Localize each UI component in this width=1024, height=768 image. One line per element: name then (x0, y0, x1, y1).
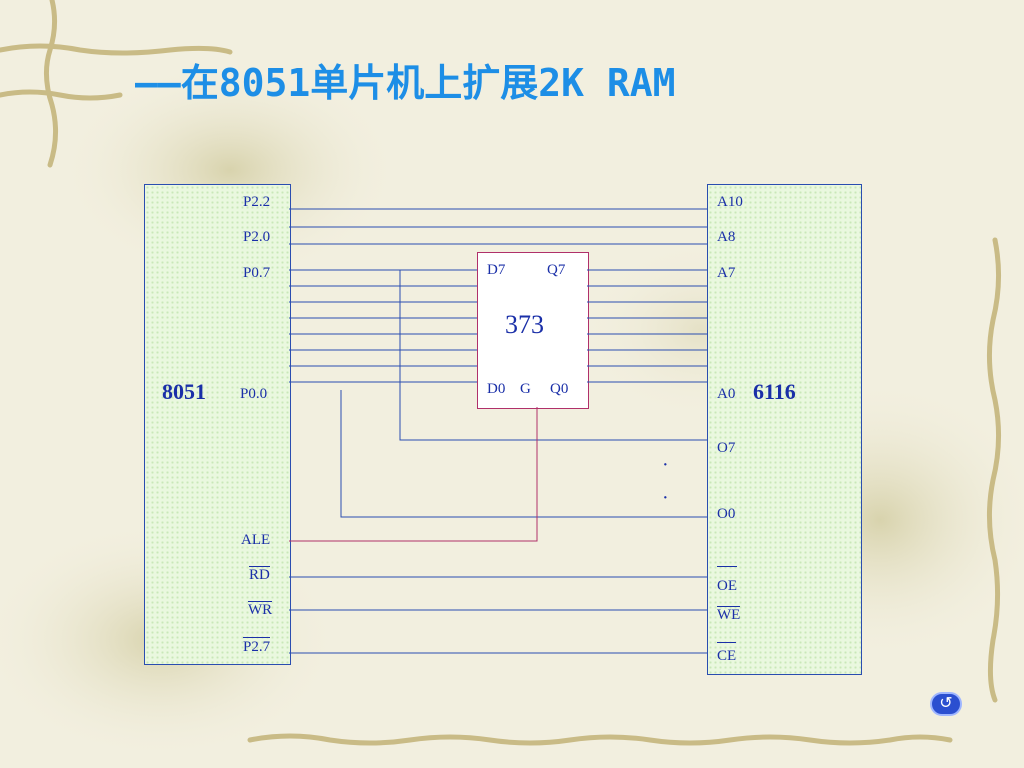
chip-8051 (144, 184, 291, 665)
pin-a8: A8 (717, 229, 736, 245)
pin-rd: RD (249, 566, 270, 583)
pin-373-g: G (520, 381, 531, 397)
pin-p00: P0.0 (240, 386, 268, 402)
pin-p07: P0.7 (243, 265, 271, 281)
pin-p20: P2.0 (243, 229, 271, 245)
pin-p27: P2.7 (243, 637, 271, 655)
chip-6116-name: 6116 (753, 379, 796, 404)
chip-373-name: 373 (505, 310, 544, 339)
chip-8051-name: 8051 (162, 379, 206, 404)
pin-373-d0: D0 (487, 381, 506, 397)
pin-a0: A0 (717, 386, 736, 402)
wire-data-o0 (340, 390, 707, 518)
pin-373-q7: Q7 (547, 262, 566, 278)
pin-ce: CE (717, 642, 737, 664)
pin-wr: WR (248, 601, 273, 618)
pin-a10: A10 (717, 194, 743, 210)
ellipsis-dot: · (662, 487, 669, 509)
pin-o7: O7 (717, 440, 736, 456)
page-title: ——在8051单片机上扩展2K RAM (135, 61, 676, 105)
pin-373-d7: D7 (487, 262, 506, 278)
chip-373 (477, 252, 589, 409)
pin-p22: P2.2 (243, 194, 271, 210)
pin-we: WE (717, 606, 741, 623)
pin-o0: O0 (717, 506, 736, 522)
loop-back-icon[interactable]: ↺ (930, 692, 962, 716)
pin-a7: A7 (717, 265, 736, 281)
pin-373-q0: Q0 (550, 381, 569, 397)
pin-ale: ALE (241, 532, 271, 548)
ellipsis-dot: · (662, 454, 669, 476)
wire-data-o7 (399, 270, 707, 441)
wire-ale-g (289, 407, 538, 542)
pin-oe: OE (717, 566, 737, 594)
chip-6116 (707, 184, 862, 675)
